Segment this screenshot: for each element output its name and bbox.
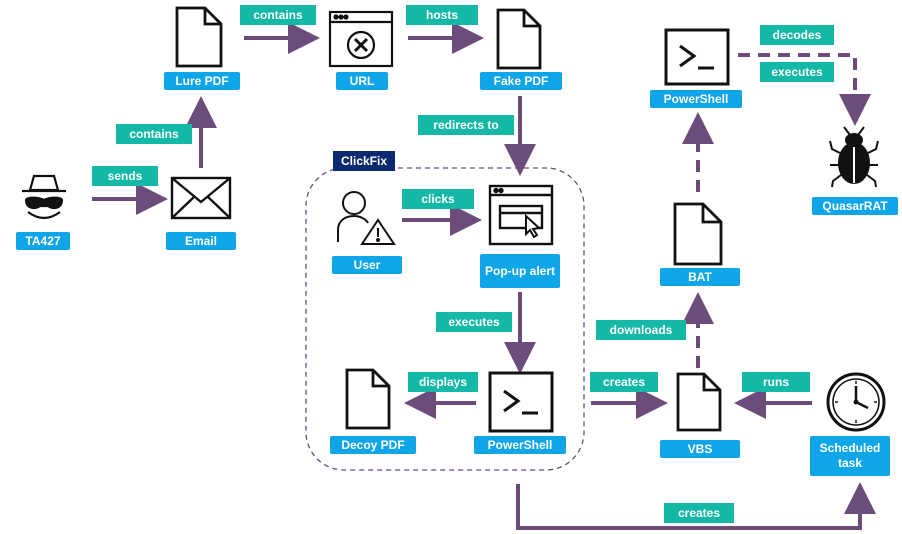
quasarrat-label: QuasarRAT — [812, 197, 898, 215]
edge-label-displays: displays — [408, 372, 478, 392]
scheduled-task-label: Scheduled task — [810, 436, 890, 476]
popup-cursor-icon — [488, 184, 554, 246]
clock-icon — [826, 372, 886, 432]
edge-label-clicks: clicks — [402, 189, 474, 209]
edge-label-contains-email-lure: contains — [116, 124, 192, 144]
edge-label-executes-popup: executes — [436, 312, 512, 332]
user-warning-icon — [337, 191, 396, 245]
spy-icon — [22, 174, 66, 220]
edge-label-contains-lure-url: contains — [240, 5, 316, 25]
decoy-pdf-label: Decoy PDF — [330, 436, 416, 454]
edge-label-runs: runs — [742, 372, 810, 392]
arrow-creates-ps-task — [516, 482, 876, 530]
document-icon-lure — [175, 6, 223, 68]
bat-label: BAT — [660, 268, 740, 286]
browser-error-icon — [328, 10, 394, 68]
ta427-label: TA427 — [16, 232, 70, 250]
bug-icon — [829, 126, 879, 188]
email-label: Email — [166, 232, 236, 250]
edge-label-creates-task: creates — [664, 503, 734, 523]
arrows — [92, 22, 876, 530]
terminal-icon-2 — [664, 28, 730, 86]
edge-label-redirects-to: redirects to — [418, 115, 514, 135]
terminal-icon-1 — [488, 371, 554, 433]
edge-label-downloads: downloads — [596, 320, 686, 340]
fake-pdf-label: Fake PDF — [480, 72, 562, 90]
document-icon-bat — [673, 202, 723, 266]
dashed-arrows — [682, 53, 871, 368]
user-label: User — [332, 256, 402, 274]
document-icon-vbs — [676, 372, 722, 432]
url-label: URL — [336, 72, 388, 90]
edge-label-decodes: decodes — [760, 25, 834, 45]
edge-label-executes-rat: executes — [760, 62, 834, 82]
powershell-clickfix-label: PowerShell — [474, 436, 566, 454]
powershell-top-label: PowerShell — [650, 90, 742, 108]
lure-pdf-label: Lure PDF — [164, 72, 240, 90]
edge-label-sends: sends — [92, 166, 158, 186]
popup-alert-label: Pop-up alert — [480, 254, 560, 288]
document-icon-decoy — [345, 368, 391, 430]
envelope-icon — [170, 176, 232, 220]
vbs-label: VBS — [660, 440, 740, 458]
document-icon-fake — [496, 8, 542, 70]
clickfix-group-border — [305, 167, 585, 471]
clickfix-group-label: ClickFix — [333, 151, 396, 171]
edge-label-hosts: hosts — [406, 5, 478, 25]
edge-label-creates-vbs: creates — [590, 372, 658, 392]
